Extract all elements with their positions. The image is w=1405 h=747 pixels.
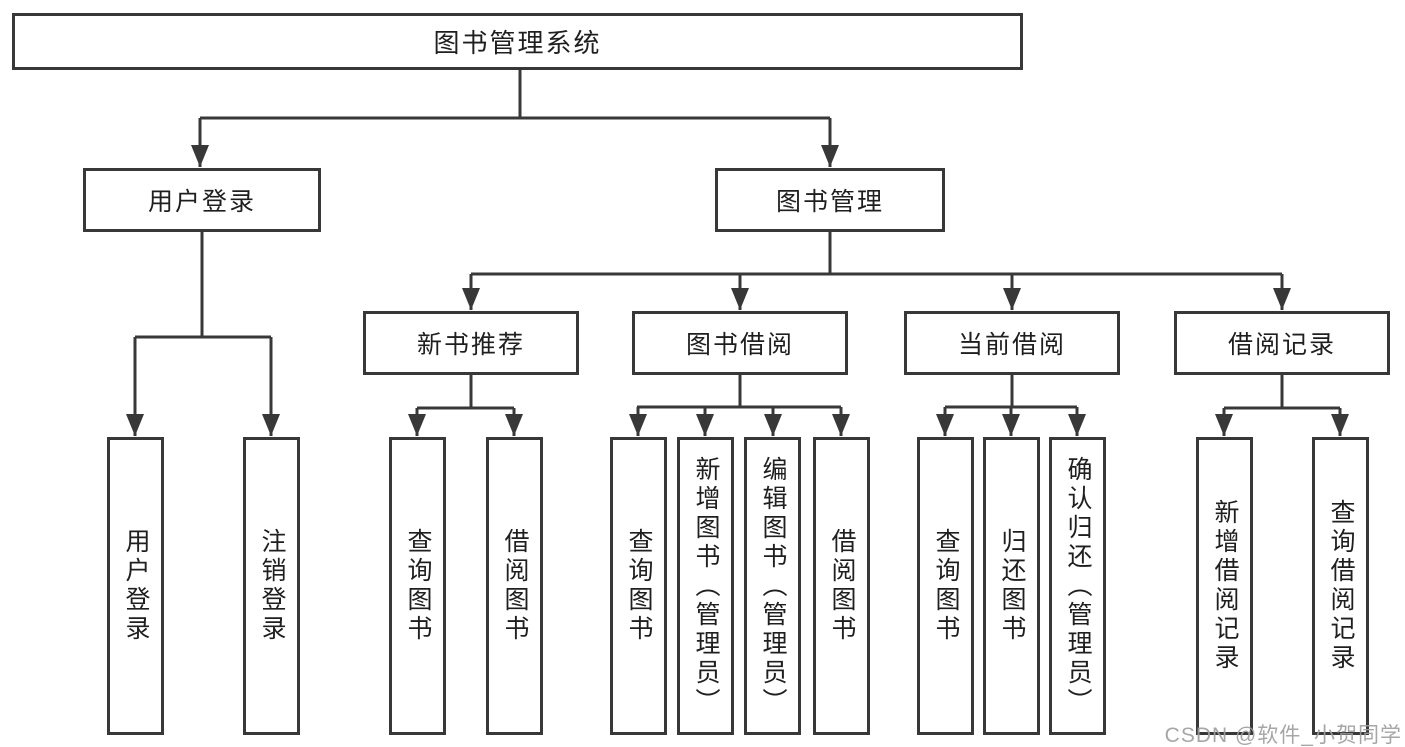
node-label: 图书管理 bbox=[775, 188, 884, 216]
node-label: 借阅记录 bbox=[1227, 331, 1336, 359]
node-label: 图书借阅 bbox=[685, 331, 794, 359]
node-label: 查询借阅记录 bbox=[1327, 499, 1355, 673]
node-library-management-system: 图书管理系统 bbox=[12, 13, 1023, 70]
node-label: 查询图书 bbox=[625, 528, 653, 644]
connector-trunks bbox=[135, 70, 1340, 410]
leaf-query-borrow-record: 查询借阅记录 bbox=[1312, 437, 1369, 735]
leaf-query-books-current: 查询图书 bbox=[917, 437, 974, 735]
node-label: 编辑图书（管理员） bbox=[759, 455, 787, 717]
leaf-add-book-admin: 新增图书（管理员） bbox=[677, 437, 734, 735]
node-label: 当前借阅 bbox=[957, 331, 1066, 359]
leaf-add-borrow-record: 新增借阅记录 bbox=[1196, 437, 1253, 735]
node-label: 新增图书（管理员） bbox=[692, 455, 720, 717]
node-book-management: 图书管理 bbox=[715, 168, 945, 232]
node-label: 新增借阅记录 bbox=[1211, 499, 1239, 673]
leaf-borrow-books: 借阅图书 bbox=[813, 437, 870, 735]
node-label: 用户登录 bbox=[122, 528, 150, 644]
node-label: 查询图书 bbox=[404, 528, 432, 644]
node-book-borrowing: 图书借阅 bbox=[632, 311, 848, 375]
node-label: 新书推荐 bbox=[416, 331, 525, 359]
node-borrowing-records: 借阅记录 bbox=[1174, 311, 1390, 375]
node-label: 注销登录 bbox=[258, 528, 286, 644]
leaf-return-book: 归还图书 bbox=[983, 437, 1040, 735]
node-label: 借阅图书 bbox=[501, 528, 529, 644]
leaf-edit-book-admin: 编辑图书（管理员） bbox=[744, 437, 801, 735]
leaf-query-books-borrow: 查询图书 bbox=[610, 437, 667, 735]
leaf-confirm-return-admin: 确认归还（管理员） bbox=[1049, 437, 1106, 735]
node-user-login: 用户登录 bbox=[83, 168, 321, 232]
arrow-connectors bbox=[126, 118, 1349, 436]
node-current-borrowing: 当前借阅 bbox=[904, 311, 1120, 375]
node-label: 确认归还（管理员） bbox=[1064, 455, 1092, 717]
node-label: 用户登录 bbox=[147, 188, 256, 216]
node-label: 查询图书 bbox=[932, 528, 960, 644]
csdn-watermark: CSDN @软件_小贺同学 bbox=[1164, 724, 1402, 747]
node-new-book-recommendation: 新书推荐 bbox=[363, 311, 579, 375]
node-label: 借阅图书 bbox=[828, 528, 856, 644]
leaf-borrow-books-recommend: 借阅图书 bbox=[486, 437, 543, 735]
leaf-query-books-recommend: 查询图书 bbox=[389, 437, 446, 735]
leaf-logout: 注销登录 bbox=[243, 437, 300, 735]
node-label: 图书管理系统 bbox=[433, 28, 602, 58]
node-label: 归还图书 bbox=[998, 528, 1026, 644]
leaf-user-login: 用户登录 bbox=[107, 437, 164, 735]
